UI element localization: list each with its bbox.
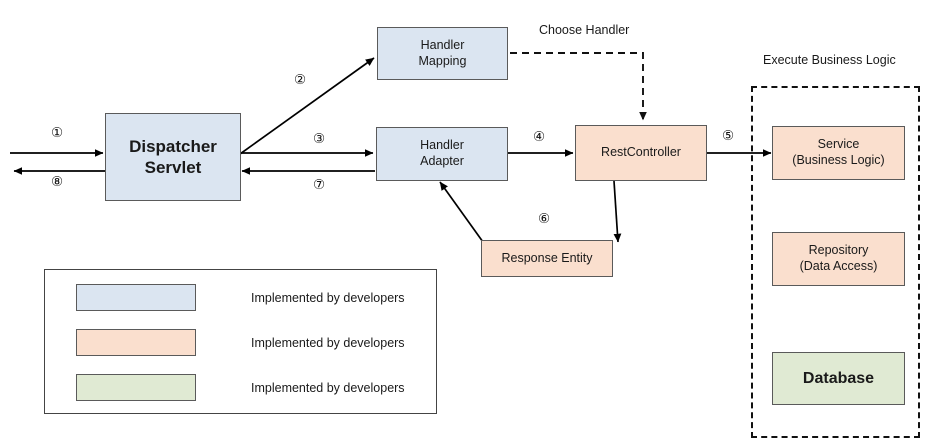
step-number-6: ⑥ (538, 211, 551, 226)
legend-swatch-green (76, 374, 196, 401)
service-line2: (Business Logic) (792, 153, 885, 167)
legend-row: Implemented by developers (76, 329, 405, 356)
rest-controller-label: RestController (601, 145, 681, 160)
business-logic-group (751, 86, 920, 438)
response-entity-label: Response Entity (501, 250, 593, 265)
legend-row: Implemented by developers (76, 374, 405, 401)
handler-adapter-line1: Handler (420, 138, 464, 153)
arrow-6-response-entity-to-handler-adapter (439, 181, 484, 243)
node-database[interactable]: Database (772, 352, 905, 405)
legend-label: Implemented by developers (251, 290, 405, 305)
step-number-4: ④ (533, 129, 546, 144)
dispatcher-servlet-label: Dispatcher Servlet (129, 136, 217, 179)
step-number-3: ③ (313, 131, 326, 146)
node-repository[interactable]: Repository (Data Access) (772, 232, 905, 286)
repository-line2: (Data Access) (799, 259, 878, 273)
service-line1: Service (817, 137, 860, 152)
node-response-entity[interactable]: Response Entity (481, 240, 613, 277)
dispatcher-servlet-line1: Dispatcher (129, 136, 217, 156)
dashed-choose-handler-path (510, 52, 647, 121)
repository-line1: Repository (808, 243, 869, 258)
arrow-restcontroller-to-response-entity (613, 180, 622, 243)
database-label: Database (802, 369, 875, 387)
execute-business-logic-annotation: Execute Business Logic (763, 53, 896, 67)
legend-row: Implemented by developers (76, 284, 405, 311)
node-handler-adapter[interactable]: Handler Adapter (376, 127, 508, 181)
step-number-1: ① (51, 125, 64, 140)
handler-adapter-line2: Adapter (420, 154, 464, 168)
node-dispatcher-servlet[interactable]: Dispatcher Servlet (105, 113, 241, 201)
dispatcher-servlet-line2: Servlet (144, 158, 202, 177)
handler-adapter-label: Handler Adapter (420, 138, 464, 169)
arrow-2-to-handler-mapping (239, 57, 375, 155)
node-handler-mapping[interactable]: Handler Mapping (377, 27, 508, 80)
legend-label: Implemented by developers (251, 335, 405, 350)
legend-swatch-peach (76, 329, 196, 356)
node-rest-controller[interactable]: RestController (575, 125, 707, 181)
step-number-8: ⑧ (51, 174, 64, 189)
repository-label: Repository (Data Access) (800, 243, 878, 274)
handler-mapping-line2: Mapping (418, 53, 467, 68)
step-number-5: ⑤ (722, 128, 735, 143)
step-number-2: ② (294, 72, 307, 87)
step-number-7: ⑦ (313, 177, 326, 192)
legend-panel: Implemented by developers Implemented by… (44, 269, 437, 414)
legend-label: Implemented by developers (251, 380, 405, 395)
choose-handler-annotation: Choose Handler (539, 23, 630, 37)
legend-swatch-blue (76, 284, 196, 311)
node-service[interactable]: Service (Business Logic) (772, 126, 905, 180)
handler-mapping-label: Handler Mapping (419, 38, 467, 69)
handler-mapping-line1: Handler (420, 37, 465, 52)
service-label: Service (Business Logic) (792, 137, 884, 168)
